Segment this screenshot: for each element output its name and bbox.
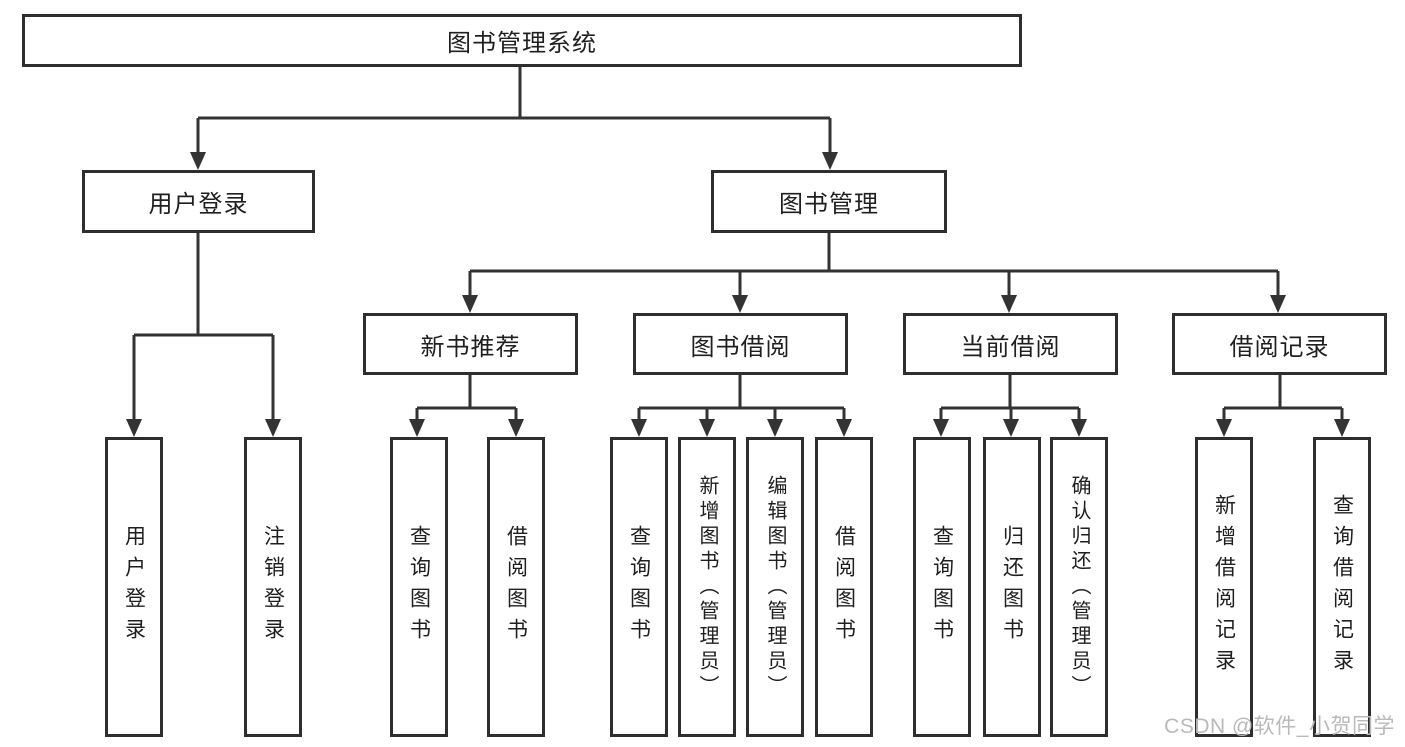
arrowhead-icon (1003, 419, 1019, 437)
node-user-login-label: 用户登录 (148, 191, 249, 218)
leaf-query-book-3-label: 查询图书 (930, 525, 954, 649)
leaf-borrow-book-1-label: 借阅图书 (504, 525, 528, 649)
node-book-borrow: 图书借阅 (633, 313, 848, 375)
node-current-borrow: 当前借阅 (903, 313, 1118, 375)
arrowhead-icon (1334, 419, 1350, 437)
leaf-return-book: 归还图书 (983, 437, 1041, 737)
arrowhead-icon (1270, 295, 1286, 313)
leaf-user-login: 用户登录 (105, 437, 163, 737)
leaf-query-book-2-label: 查询图书 (627, 525, 651, 649)
arrowhead-icon (462, 295, 478, 313)
leaf-add-book-admin: 新增图书（管理员） (678, 437, 736, 737)
arrowhead-icon (508, 419, 524, 437)
node-current-borrow-label: 当前借阅 (960, 333, 1061, 361)
leaf-logout-label: 注销登录 (261, 525, 285, 649)
leaf-add-borrow-record: 新增借阅记录 (1195, 437, 1253, 737)
arrowhead-icon (1071, 419, 1087, 437)
leaf-logout: 注销登录 (244, 437, 302, 737)
arrowheads (126, 152, 1350, 437)
arrowhead-icon (631, 419, 647, 437)
arrowhead-icon (732, 295, 748, 313)
leaf-borrow-book-2: 借阅图书 (815, 437, 873, 737)
leaf-query-book-1-label: 查询图书 (407, 525, 431, 649)
leaf-confirm-return-admin-label: 确认归还（管理员） (1068, 474, 1090, 700)
arrowhead-icon (767, 419, 783, 437)
leaf-user-login-label: 用户登录 (122, 525, 146, 649)
arrowhead-icon (933, 419, 949, 437)
leaf-query-book-3: 查询图书 (913, 437, 971, 737)
leaf-confirm-return-admin: 确认归还（管理员） (1050, 437, 1108, 737)
arrowhead-icon (126, 419, 142, 437)
node-new-book-recommend: 新书推荐 (363, 313, 578, 375)
connector-path (132, 67, 1344, 421)
node-book-borrow-label: 图书借阅 (690, 333, 791, 361)
node-book-management-label: 图书管理 (779, 191, 879, 218)
arrowhead-icon (1001, 295, 1017, 313)
arrowhead-icon (699, 419, 715, 437)
node-borrow-records-label: 借阅记录 (1229, 333, 1330, 361)
node-root: 图书管理系统 (22, 14, 1022, 67)
leaf-add-book-admin-label: 新增图书（管理员） (696, 474, 718, 700)
arrowhead-icon (265, 419, 281, 437)
leaf-edit-book-admin: 编辑图书（管理员） (746, 437, 804, 737)
leaf-query-borrow-record-label: 查询借阅记录 (1330, 494, 1354, 680)
node-book-management: 图书管理 (711, 170, 947, 233)
leaf-borrow-book-2-label: 借阅图书 (832, 525, 856, 649)
leaf-return-book-label: 归还图书 (1000, 525, 1024, 649)
arrowhead-icon (190, 152, 206, 170)
leaf-edit-book-admin-label: 编辑图书（管理员） (764, 474, 786, 700)
arrowhead-icon (409, 419, 425, 437)
csdn-watermark: CSDN @软件_小贺同学 (1164, 715, 1395, 738)
node-new-book-recommend-label: 新书推荐 (420, 333, 521, 361)
arrowhead-icon (822, 152, 838, 170)
leaf-add-borrow-record-label: 新增借阅记录 (1212, 494, 1236, 680)
leaf-query-book-1: 查询图书 (390, 437, 448, 737)
leaf-query-book-2: 查询图书 (610, 437, 668, 737)
node-user-login: 用户登录 (82, 170, 315, 233)
arrowhead-icon (836, 419, 852, 437)
node-borrow-records: 借阅记录 (1172, 313, 1387, 375)
leaf-query-borrow-record: 查询借阅记录 (1313, 437, 1371, 737)
arrowhead-icon (1216, 419, 1232, 437)
node-root-label: 图书管理系统 (447, 30, 597, 57)
leaf-borrow-book-1: 借阅图书 (487, 437, 545, 737)
